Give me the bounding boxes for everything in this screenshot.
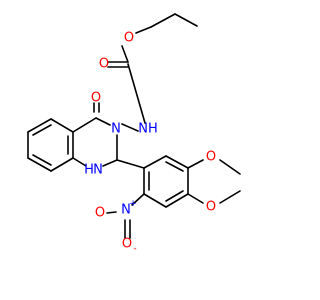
bond-carbamate-c-nh [127, 63, 146, 124]
atom-n3-ring: N [111, 122, 121, 137]
bond-aryl-2 [165, 155, 189, 169]
bond-aryl-inner-2 [165, 190, 184, 202]
bond-benzo-inner-2 [32, 154, 52, 166]
atom-nh1-ring-h: H [84, 163, 94, 178]
bond-methoxy-lower-ch3 [219, 190, 241, 204]
bond-aryl-1 [143, 155, 167, 169]
bond-ethyl-ch2 [150, 13, 176, 28]
bond-nh-n3 [121, 123, 139, 132]
bond-benzo-5 [50, 157, 74, 172]
bond-aryl-nitro-n [131, 193, 145, 206]
molecule-structure-diagram: O N NH O O H N O O N + O O - [27, 13, 241, 255]
bond-benzo-inner-1 [32, 124, 52, 136]
atom-o-carbamate-carbonyl: O [99, 57, 109, 72]
bond-c8a-n1 [72, 157, 87, 167]
bond-benzo-2 [27, 118, 52, 133]
atom-o-nitro-charge: - [133, 244, 136, 254]
atom-o-nitro-bottom: O [122, 237, 132, 252]
bond-ethyl-ch3 [174, 13, 198, 27]
bond-ester-o-carbonyl-carbon [121, 45, 129, 63]
bond-benzo-1 [50, 118, 74, 133]
bond-nitro-o-top [106, 211, 117, 214]
atom-n-nitro: N [121, 203, 131, 218]
bond-methoxy-upper-ch3 [219, 159, 241, 175]
atom-o-methoxy-upper: O [206, 150, 216, 165]
bond-benzo-4 [27, 157, 52, 172]
atom-n-nitro-charge: + [129, 199, 137, 209]
bond-c2-aryl [116, 159, 145, 169]
bond-aryl-methoxy-lower-o [187, 193, 204, 204]
atom-o-carbonyl-ring: O [91, 91, 101, 106]
atom-o-ester: O [124, 31, 134, 46]
atom-o-nitro-top: O [95, 206, 105, 221]
atom-label-layer: O N NH O O H N O O N + O O - [84, 31, 216, 255]
bond-layer [27, 13, 241, 239]
atom-o-methoxy-lower: O [206, 200, 216, 215]
bond-aryl-5 [143, 193, 167, 208]
bond-aryl-methoxy-upper-o [187, 159, 204, 169]
bond-aryl-4 [165, 193, 189, 208]
bond-n1-c2 [102, 159, 118, 167]
bond-ester-o-carbon [135, 26, 152, 34]
bond-n3-c4 [95, 117, 111, 126]
bond-aryl-inner-1 [165, 161, 184, 172]
atom-nh-carbamate: NH [138, 122, 158, 137]
bond-c4-c4a [72, 117, 97, 133]
atom-nh1-ring-n: N [93, 163, 103, 178]
